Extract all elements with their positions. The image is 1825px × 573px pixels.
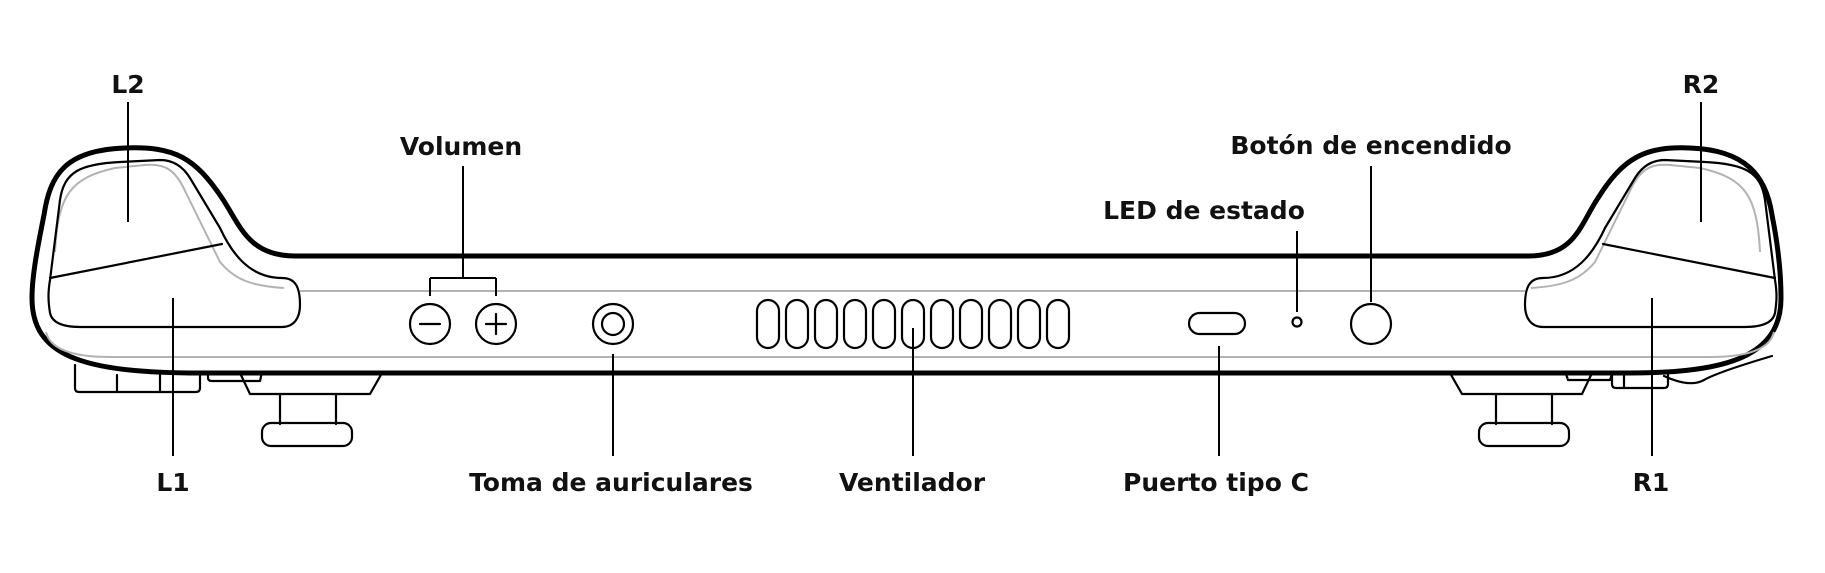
- label-status-led: LED de estado: [1103, 196, 1305, 225]
- label-power-button: Botón de encendido: [1230, 131, 1511, 160]
- headphone-jack[interactable]: [591, 302, 635, 346]
- label-volume: Volumen: [400, 132, 522, 161]
- power-button[interactable]: [1349, 302, 1393, 346]
- label-r1: R1: [1633, 468, 1670, 497]
- status-led: [1291, 316, 1303, 328]
- label-l2: L2: [111, 70, 144, 99]
- left-shoulder: [47, 158, 302, 329]
- plus-icon: [484, 312, 508, 336]
- label-l1: L1: [156, 468, 189, 497]
- device-body-outline: [29, 145, 1784, 376]
- leader-lines: [127, 102, 1702, 456]
- label-usb-c-port: Puerto tipo C: [1123, 468, 1309, 497]
- fan-grille: [755, 298, 1071, 350]
- label-headphone-jack: Toma de auriculares: [469, 468, 753, 497]
- bottom-mechanisms: [73, 354, 1774, 448]
- right-shoulder: [1523, 158, 1778, 329]
- volume-up-button[interactable]: [474, 302, 518, 346]
- label-fan: Ventilador: [839, 468, 986, 497]
- usb-c-port[interactable]: [1187, 311, 1247, 336]
- volume-down-button[interactable]: [408, 302, 452, 346]
- label-r2: R2: [1683, 70, 1720, 99]
